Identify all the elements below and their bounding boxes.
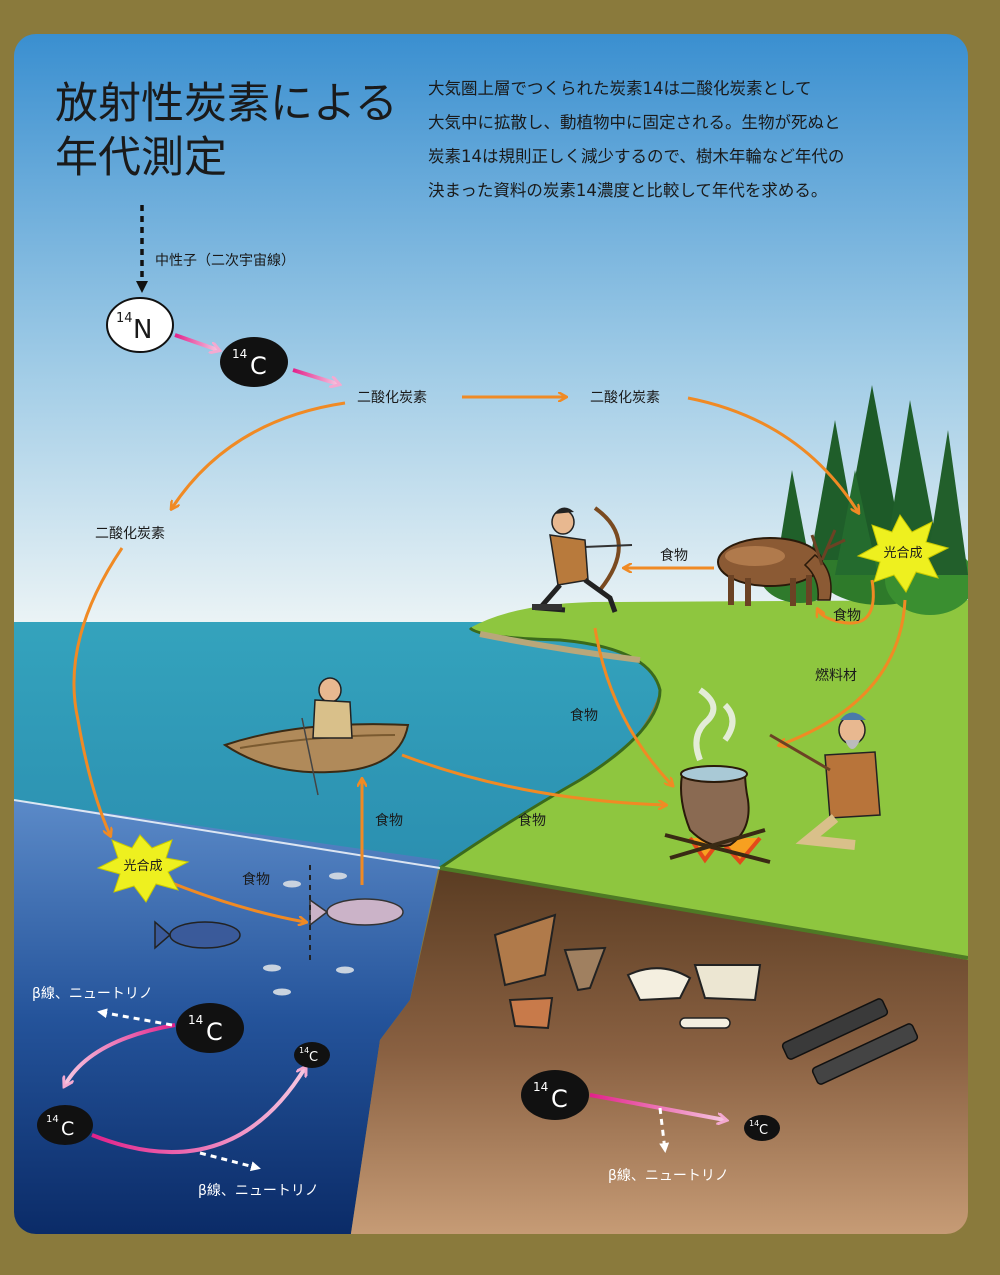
beta-label-sea-top: β線、ニュートリノ (32, 986, 153, 1002)
c14-symbol: C (309, 1050, 318, 1065)
food-label-fish: 食物 (242, 871, 270, 888)
description: 大気圏上層でつくられた炭素14は二酸化炭素として 大気中に拡散し、動植物中に固定… (428, 79, 844, 200)
food-label-deer: 食物 (660, 547, 688, 564)
c14-mass: 14 (533, 1080, 548, 1094)
fuel-label: 燃料材 (815, 667, 857, 684)
sky (14, 34, 968, 634)
co2-label-left: 二酸化炭素 (95, 526, 165, 542)
c14-symbol: C (759, 1123, 768, 1138)
neutron-label: 中性子（二次宇宙線） (155, 253, 295, 269)
c14-mass: 14 (232, 347, 247, 361)
n14-nuclide: 14 N (106, 297, 174, 353)
arrow-co2-to-left (172, 401, 346, 508)
carbon-flow-arrows (72, 396, 907, 922)
arrow-hunter-to-pot (593, 627, 672, 785)
elder-illustration (769, 712, 881, 850)
beta-label-soil: β線、ニュートリノ (608, 1168, 729, 1184)
food-label-plant: 食物 (833, 607, 861, 624)
fish (154, 920, 241, 950)
arrow-plankton-to-fish (171, 881, 305, 922)
photosynthesis-burst-sea: 光合成 (96, 834, 190, 903)
photosynthesis-label-sea: 光合成 (123, 859, 162, 874)
n-to-c-arrow (174, 333, 218, 350)
n14-symbol: N (133, 315, 152, 345)
decay-cycle-sea: 14 C 14 C 14 C β線、ニュートリノ β線、ニュートリノ (32, 986, 330, 1199)
c14-nuclide-sea-small: 14 C (294, 1042, 330, 1068)
sea-line (14, 799, 441, 869)
arrow-co2-to-sea (72, 547, 124, 835)
c14-nuclide-soil-small: 14 C (744, 1115, 780, 1141)
c14-mass: 14 (749, 1119, 759, 1128)
shore-sand (479, 631, 641, 663)
description-line: 大気圏上層でつくられた炭素14は二酸化炭素として (428, 79, 812, 98)
c14-symbol: C (61, 1118, 74, 1140)
decay-arrow (589, 1093, 725, 1120)
c14-symbol: C (551, 1085, 568, 1113)
ground-edge (439, 866, 968, 960)
food-label-land: 食物 (570, 707, 598, 724)
fish-illustrations (154, 865, 404, 996)
deer-illustration (717, 529, 846, 606)
c14-nuclide-top: 14 C (220, 337, 288, 387)
co2-label-right: 二酸化炭素 (590, 390, 660, 406)
c14-mass: 14 (46, 1114, 59, 1125)
arrow-fuel (780, 599, 907, 745)
decay-cycle-soil: 14 C 14 C β線、ニュートリノ (521, 1070, 780, 1184)
description-line: 炭素14は規則正しく減少するので、樹木年輪など年代の (428, 147, 844, 166)
c14-mass: 14 (188, 1013, 203, 1027)
beta-label-sea-bottom: β線、ニュートリノ (198, 1183, 319, 1199)
description-line: 決まった資料の炭素14濃度と比較して年代を求める。 (428, 181, 827, 200)
boat-illustration (222, 677, 410, 796)
emission-arrow (199, 1151, 261, 1172)
hunter-illustration (532, 506, 633, 613)
c14-nuclide-sea-medium: 14 C (37, 1105, 93, 1145)
c-to-co2-arrow (292, 368, 338, 384)
co2-label-center: 二酸化炭素 (357, 390, 427, 406)
buried-artifacts (493, 913, 919, 1085)
c14-mass: 14 (299, 1046, 309, 1055)
emission-arrow (97, 1008, 173, 1027)
n14-mass: 14 (116, 311, 133, 326)
photosynthesis-burst-land: 光合成 (856, 514, 950, 593)
c14-symbol: C (206, 1018, 223, 1046)
cooking-pot-illustration (664, 687, 771, 866)
food-label-up: 食物 (375, 812, 403, 829)
arrow-boat-to-pot (401, 753, 665, 805)
photosynthesis-label-land: 光合成 (883, 546, 922, 561)
c14-nuclide-soil-large: 14 C (521, 1070, 589, 1120)
c14-nuclide-sea-large: 14 C (176, 1003, 244, 1053)
decay-arrow (65, 1023, 176, 1085)
emission-arrow (658, 1107, 670, 1153)
fish (309, 898, 404, 927)
description-line: 大気中に拡散し、動植物中に固定される。生物が死ぬと (428, 113, 841, 132)
title-line2: 年代測定 (55, 133, 227, 183)
c14-symbol: C (250, 352, 267, 380)
food-label-boat: 食物 (518, 812, 546, 829)
title-line1: 放射性炭素による (55, 79, 398, 129)
decay-arrow (91, 1068, 305, 1155)
arrow-co2-to-forest (687, 396, 858, 512)
arrow-plant-to-deer (818, 579, 875, 625)
shoreline (439, 626, 662, 870)
